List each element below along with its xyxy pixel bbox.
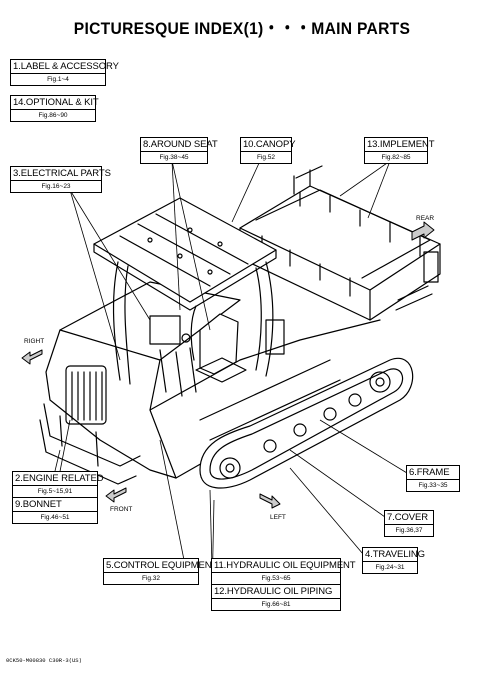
callout-fig: Fig.52 [241, 151, 291, 163]
canopy [93, 197, 277, 385]
callout-label-accessory: 1.LABEL & ACCESSORY Fig.1~4 [10, 59, 119, 86]
callout-fig: Fig.33~35 [407, 479, 459, 491]
direction-arrows [21, 221, 435, 509]
callout-around-seat: 8.AROUND SEAT Fig.38~45 [140, 137, 218, 164]
callout-fig: Fig.38~45 [141, 151, 207, 163]
direction-label-right: RIGHT [24, 338, 45, 345]
callout-fig-engine: Fig.5~15,91 [13, 485, 97, 497]
callout-hydraulic: 11.HYDRAULIC OIL EQUIPMENT Fig.53~65 12.… [211, 558, 356, 611]
callout-frame: 6.FRAME Fig.33~35 [406, 465, 460, 492]
direction-label-rear: REAR [416, 215, 435, 222]
callout-optional-kit: 14.OPTIONAL & KIT Fig.86~90 [10, 95, 99, 122]
callout-fig: Fig.1~4 [11, 73, 105, 85]
callout-name-hyd-piping: 12.HYDRAULIC OIL PIPING [212, 584, 340, 598]
callout-engine-bonnet: 2.ENGINE RELATED Fig.5~15,91 9.BONNET Fi… [12, 471, 104, 524]
callout-fig: Fig.24~31 [363, 561, 417, 573]
callout-name: 10.CANOPY [243, 139, 296, 150]
callout-fig: Fig.16~23 [11, 180, 101, 192]
direction-label-left: LEFT [270, 514, 286, 521]
callout-canopy: 10.CANOPY Fig.52 [240, 137, 296, 164]
callout-traveling: 4.TRAVELING Fig.24~31 [362, 547, 425, 574]
callout-name: 8.AROUND SEAT [143, 139, 218, 150]
front-bumper [39, 403, 141, 485]
callout-fig-hyd-piping: Fig.66~81 [212, 598, 340, 610]
engine-grille [65, 365, 107, 425]
callout-name: 5.CONTROL EQUIPMENT [106, 560, 218, 571]
page-title: PICTURESQUE INDEX(1)・・・MAIN PARTS [73, 19, 411, 38]
document-code: 0CK50-M00830 C30R-3(US) [6, 657, 82, 664]
callout-fig: Fig.36,37 [385, 524, 433, 536]
callout-name-bonnet: 9.BONNET [13, 497, 97, 511]
callout-implement: 13.IMPLEMENT Fig.82~85 [364, 137, 435, 164]
callout-name: 6.FRAME [409, 467, 450, 478]
callout-control-equipment: 5.CONTROL EQUIPMENT Fig.32 [103, 558, 218, 585]
callout-name: 13.IMPLEMENT [367, 139, 435, 150]
direction-label-front: FRONT [110, 506, 133, 513]
callout-name: 14.OPTIONAL & KIT [13, 97, 99, 108]
callout-name: 3.ELECTRICAL PARTS [13, 168, 111, 179]
dump-bed [239, 165, 441, 321]
callout-name-engine: 2.ENGINE RELATED [15, 473, 104, 484]
callout-electrical-parts: 3.ELECTRICAL PARTS Fig.16~23 [10, 166, 111, 193]
crawler-track [199, 357, 414, 489]
callout-name: 4.TRAVELING [365, 549, 425, 560]
callout-fig: Fig.86~90 [11, 109, 95, 121]
leader-lines [54, 160, 408, 596]
callout-fig-bonnet: Fig.46~51 [13, 511, 97, 523]
callout-name-hyd-equipment: 11.HYDRAULIC OIL EQUIPMENT [214, 560, 356, 571]
callout-fig: Fig.32 [104, 572, 198, 584]
callout-cover: 7.COVER Fig.36,37 [384, 510, 434, 537]
callout-name: 7.COVER [387, 512, 429, 523]
callout-name: 1.LABEL & ACCESSORY [13, 61, 119, 72]
callout-fig: Fig.82~85 [365, 151, 427, 163]
callout-fig-hyd-equipment: Fig.53~65 [212, 572, 340, 584]
